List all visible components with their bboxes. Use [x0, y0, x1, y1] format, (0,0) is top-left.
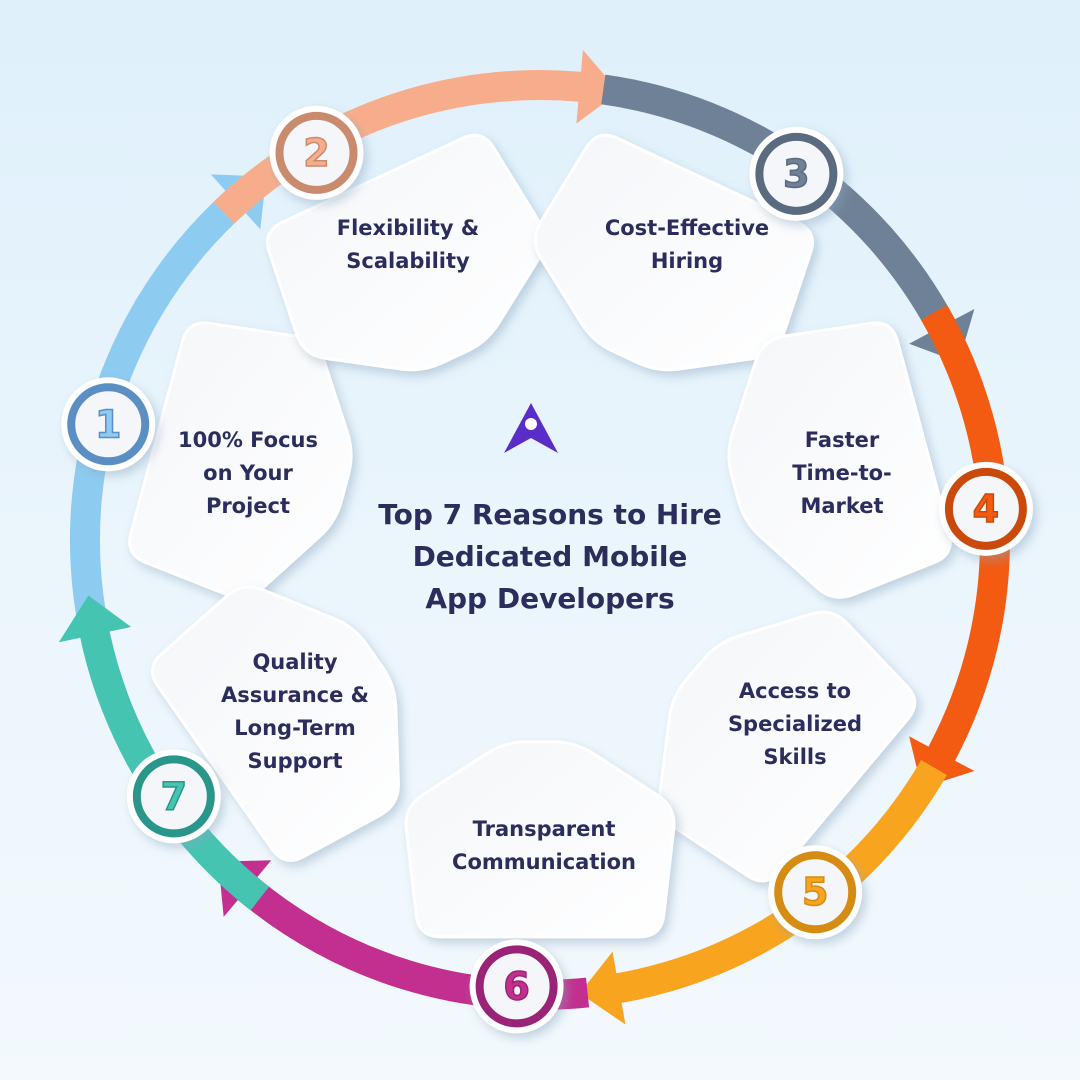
label-line: Quality — [252, 650, 338, 674]
label-line: Project — [205, 494, 291, 518]
infographic-title: Top 7 Reasons to Hire Dedicated Mobile A… — [340, 494, 760, 620]
label-line: Flexibility & — [336, 216, 480, 240]
step-card-2 — [265, 133, 547, 372]
label-line: Long-Term — [234, 716, 356, 740]
title-line: Top 7 Reasons to Hire — [378, 498, 722, 531]
label-line: Specialized — [727, 712, 863, 736]
step-1-label: 100% Focus on Your Project — [158, 424, 338, 523]
step-number: 2 — [303, 131, 329, 175]
step-2-label: Flexibility & Scalability — [318, 212, 498, 278]
step-card-3 — [533, 133, 815, 372]
step-badge-1: 1 — [61, 377, 156, 472]
label-line: Market — [800, 494, 884, 518]
label-line: Cost-Effective — [604, 216, 770, 240]
step-7-label: Quality Assurance & Long-Term Support — [200, 646, 390, 778]
label-line: Access to — [738, 679, 852, 703]
step-card-7 — [151, 585, 400, 862]
brand-logo — [504, 403, 558, 453]
step-badge-7: 7 — [126, 749, 221, 844]
label-line: Hiring — [650, 249, 724, 273]
step-card-1 — [128, 321, 353, 599]
label-line: 100% Focus — [177, 428, 318, 452]
label-line: on Your — [203, 461, 293, 485]
step-badge-4: 4 — [938, 461, 1033, 556]
step-number: 7 — [161, 774, 187, 818]
title-line: Dedicated Mobile — [412, 540, 688, 573]
step-number: 4 — [973, 487, 999, 531]
step-6-label: Transparent Communication — [424, 813, 664, 879]
step-badge-6: 6 — [469, 939, 564, 1034]
step-5-label: Access to Specialized Skills — [705, 675, 885, 774]
label-line: Support — [247, 749, 343, 773]
step-number: 6 — [503, 964, 529, 1008]
label-line: Faster — [804, 428, 880, 452]
step-card-6 — [404, 740, 676, 939]
step-number: 5 — [802, 870, 828, 914]
cycle-arrow-2 — [213, 49, 619, 224]
label-line: Skills — [763, 745, 827, 769]
step-4-label: Faster Time-to- Market — [752, 424, 932, 523]
label-line: Assurance & — [221, 683, 369, 707]
label-line: Communication — [452, 850, 636, 874]
step-3-label: Cost-Effective Hiring — [582, 212, 792, 278]
label-line: Transparent — [472, 817, 616, 841]
title-line: App Developers — [425, 582, 675, 615]
cycle-arrow-5 — [579, 760, 947, 1025]
cycle-arrow-4 — [909, 305, 1011, 788]
cycle-arrow-7 — [58, 595, 270, 911]
label-line: Scalability — [346, 249, 470, 273]
label-line: Time-to- — [792, 461, 892, 485]
step-number: 3 — [783, 152, 809, 196]
step-badge-2: 2 — [269, 105, 364, 200]
step-number: 1 — [95, 402, 121, 446]
step-badge-3: 3 — [749, 126, 844, 221]
step-badge-5: 5 — [768, 845, 863, 940]
